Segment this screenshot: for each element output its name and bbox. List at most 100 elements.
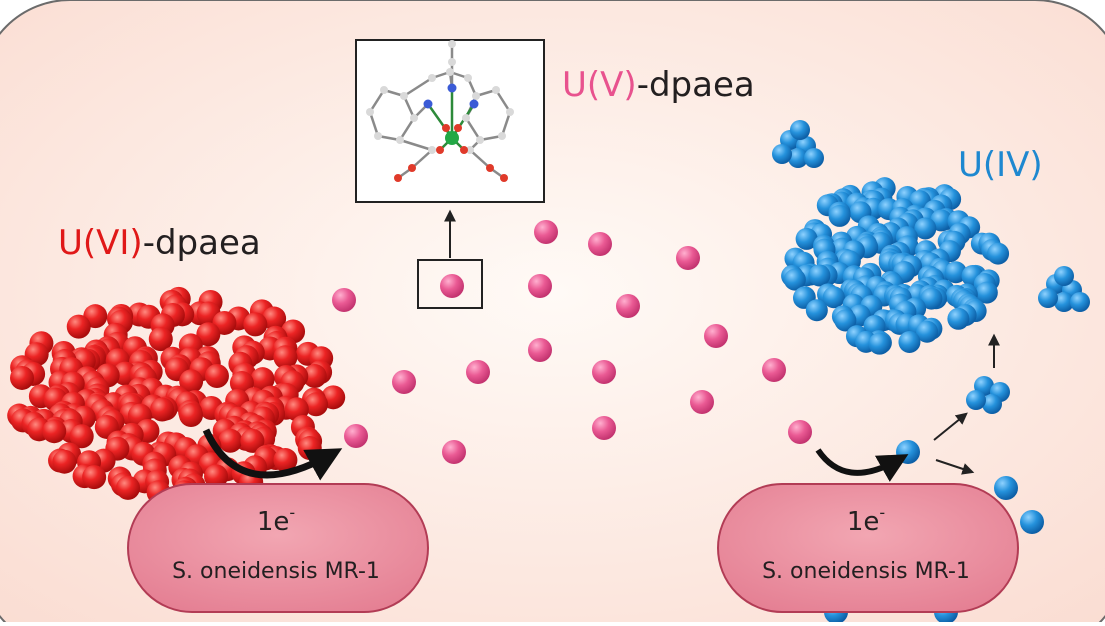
u4-particle — [975, 281, 998, 304]
u4-particle — [788, 148, 808, 168]
atom — [506, 108, 514, 116]
u4-label: U(IV) — [958, 145, 1043, 185]
u6-particle — [52, 449, 77, 474]
atom — [445, 131, 459, 145]
u4-particle — [795, 227, 818, 250]
u6-particle — [243, 312, 268, 337]
atom — [442, 124, 450, 132]
u4-particle — [1020, 510, 1044, 534]
atom — [500, 174, 508, 182]
u4-particle — [896, 440, 920, 464]
u4-particle — [834, 309, 857, 332]
u4-particle — [1054, 292, 1074, 312]
atom — [448, 58, 456, 66]
atom — [469, 99, 479, 109]
atom — [428, 74, 436, 82]
u4-particle — [868, 332, 891, 355]
atom — [464, 74, 472, 82]
atom — [374, 132, 382, 140]
atom — [466, 146, 474, 154]
arrow-icon — [933, 412, 968, 441]
u6-particle — [69, 424, 94, 449]
atom — [400, 92, 408, 100]
u4-particle — [944, 261, 967, 284]
u5-particle — [534, 220, 558, 244]
u6-particle — [273, 448, 298, 473]
u6-particle — [304, 392, 329, 417]
atom — [447, 83, 457, 93]
bond — [399, 138, 433, 152]
u4-particle — [916, 320, 939, 343]
u5-particle — [762, 358, 786, 382]
u4-particle — [808, 264, 831, 287]
u4-particle — [1070, 292, 1090, 312]
u5-particle — [466, 360, 490, 384]
u6-particle — [179, 403, 204, 428]
u5-particle — [616, 294, 640, 318]
atom — [498, 132, 506, 140]
bond — [398, 117, 416, 141]
u4-particle — [1038, 288, 1058, 308]
electron-label: 1e- — [257, 503, 295, 537]
u6-particle — [66, 314, 91, 339]
atom — [394, 174, 402, 182]
u5-particle — [392, 370, 416, 394]
u4-particle — [772, 144, 792, 164]
atom — [380, 86, 388, 94]
u4-particle — [920, 287, 943, 310]
u6-label: U(VI)-dpaea — [58, 223, 261, 263]
u4-particle — [804, 148, 824, 168]
u6-particle — [82, 465, 107, 490]
atom — [476, 136, 484, 144]
u5-particle — [332, 288, 356, 312]
u5-particle — [704, 324, 728, 348]
bond — [494, 89, 512, 113]
u6-particle — [218, 428, 243, 453]
atom — [423, 99, 433, 109]
atom — [492, 86, 500, 94]
atom — [486, 164, 494, 172]
u6-particle — [10, 365, 35, 390]
atom — [454, 124, 462, 132]
u4-particle — [790, 120, 810, 140]
atom — [428, 146, 436, 154]
u5-particle — [690, 390, 714, 414]
u6-particle — [297, 436, 322, 461]
u6-particle — [148, 327, 173, 352]
bacterium-left: 1e- S. oneidensis MR-1 — [127, 483, 429, 613]
u6-particle — [204, 364, 229, 389]
u5-particle — [676, 246, 700, 270]
u4-particle — [914, 217, 937, 240]
atom — [410, 114, 418, 122]
u6-particle — [273, 345, 298, 370]
u4-particle — [947, 307, 970, 330]
u4-particle — [822, 286, 845, 309]
molecular-structure-icon — [355, 39, 545, 203]
u6-particle — [179, 369, 204, 394]
u4-particle — [1054, 266, 1074, 286]
u5-dots — [332, 220, 812, 464]
u4-cluster — [781, 177, 1010, 355]
u4-particle — [987, 242, 1010, 265]
atom — [408, 164, 416, 172]
reaction-arrow-icon — [202, 428, 343, 481]
electron-label: 1e- — [847, 503, 885, 537]
u5-particle — [588, 232, 612, 256]
arrow-icon — [935, 459, 975, 475]
u5-particle — [528, 338, 552, 362]
u6-particle — [302, 364, 327, 389]
u6-particle — [204, 464, 229, 489]
u6-particle — [42, 419, 67, 444]
u4-particle — [994, 476, 1018, 500]
atom — [462, 114, 470, 122]
atom — [436, 146, 444, 154]
bond — [469, 149, 491, 169]
u4-particle — [898, 330, 921, 353]
bacterium-right: 1e- S. oneidensis MR-1 — [717, 483, 1019, 613]
u6-particle — [262, 306, 287, 331]
u5-particle — [788, 420, 812, 444]
atom — [446, 68, 454, 76]
bond — [368, 111, 380, 137]
